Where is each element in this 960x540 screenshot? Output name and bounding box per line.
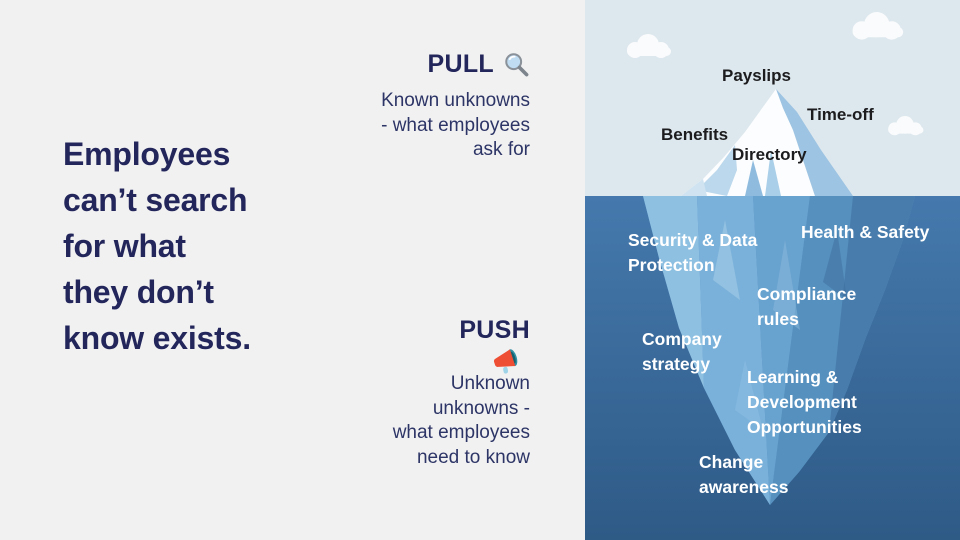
- headline: Employees can’t search for what they don…: [63, 136, 251, 356]
- label-benefits: Benefits: [661, 125, 729, 144]
- pull-description: Known unknowns - what employees ask for: [381, 90, 530, 160]
- label-change-awareness: Change awareness: [699, 452, 789, 497]
- pull-title: PULL: [427, 50, 494, 78]
- label-directory: Directory: [732, 145, 807, 164]
- cloud-icon: [888, 116, 924, 136]
- iceberg-panel: Payslips Time-off Benefits Directory Sec…: [585, 0, 960, 540]
- iceberg-below-water: [643, 196, 915, 505]
- push-title-row: PUSH: [318, 316, 530, 345]
- cloud-icon: [852, 12, 904, 40]
- label-payslips: Payslips: [722, 66, 791, 85]
- iceberg-illustration: [585, 0, 960, 540]
- pull-section: PULL Known unknowns - what employees ask…: [318, 50, 530, 163]
- iceberg-above-water: [681, 89, 853, 196]
- label-health-safety: Health & Safety: [801, 222, 930, 242]
- label-learning-development: Learning & Development Opportunities: [747, 367, 862, 437]
- push-section: PUSH Unknown unknowns - what employees n…: [318, 316, 530, 470]
- label-company-strategy: Company strategy: [642, 329, 722, 374]
- label-security-data-protection: Security & Data Protection: [628, 230, 758, 275]
- megaphone-icon: [318, 346, 522, 376]
- magnifying-glass-icon: [503, 51, 530, 78]
- push-title: PUSH: [459, 316, 530, 344]
- push-description: Unknown unknowns - what employees need t…: [392, 373, 530, 468]
- pull-title-row: PULL: [318, 50, 530, 79]
- label-time-off: Time-off: [807, 105, 874, 124]
- label-compliance-rules: Compliance rules: [757, 284, 857, 329]
- cloud-icon: [627, 34, 671, 58]
- left-panel: Employees can’t search for what they don…: [63, 50, 530, 470]
